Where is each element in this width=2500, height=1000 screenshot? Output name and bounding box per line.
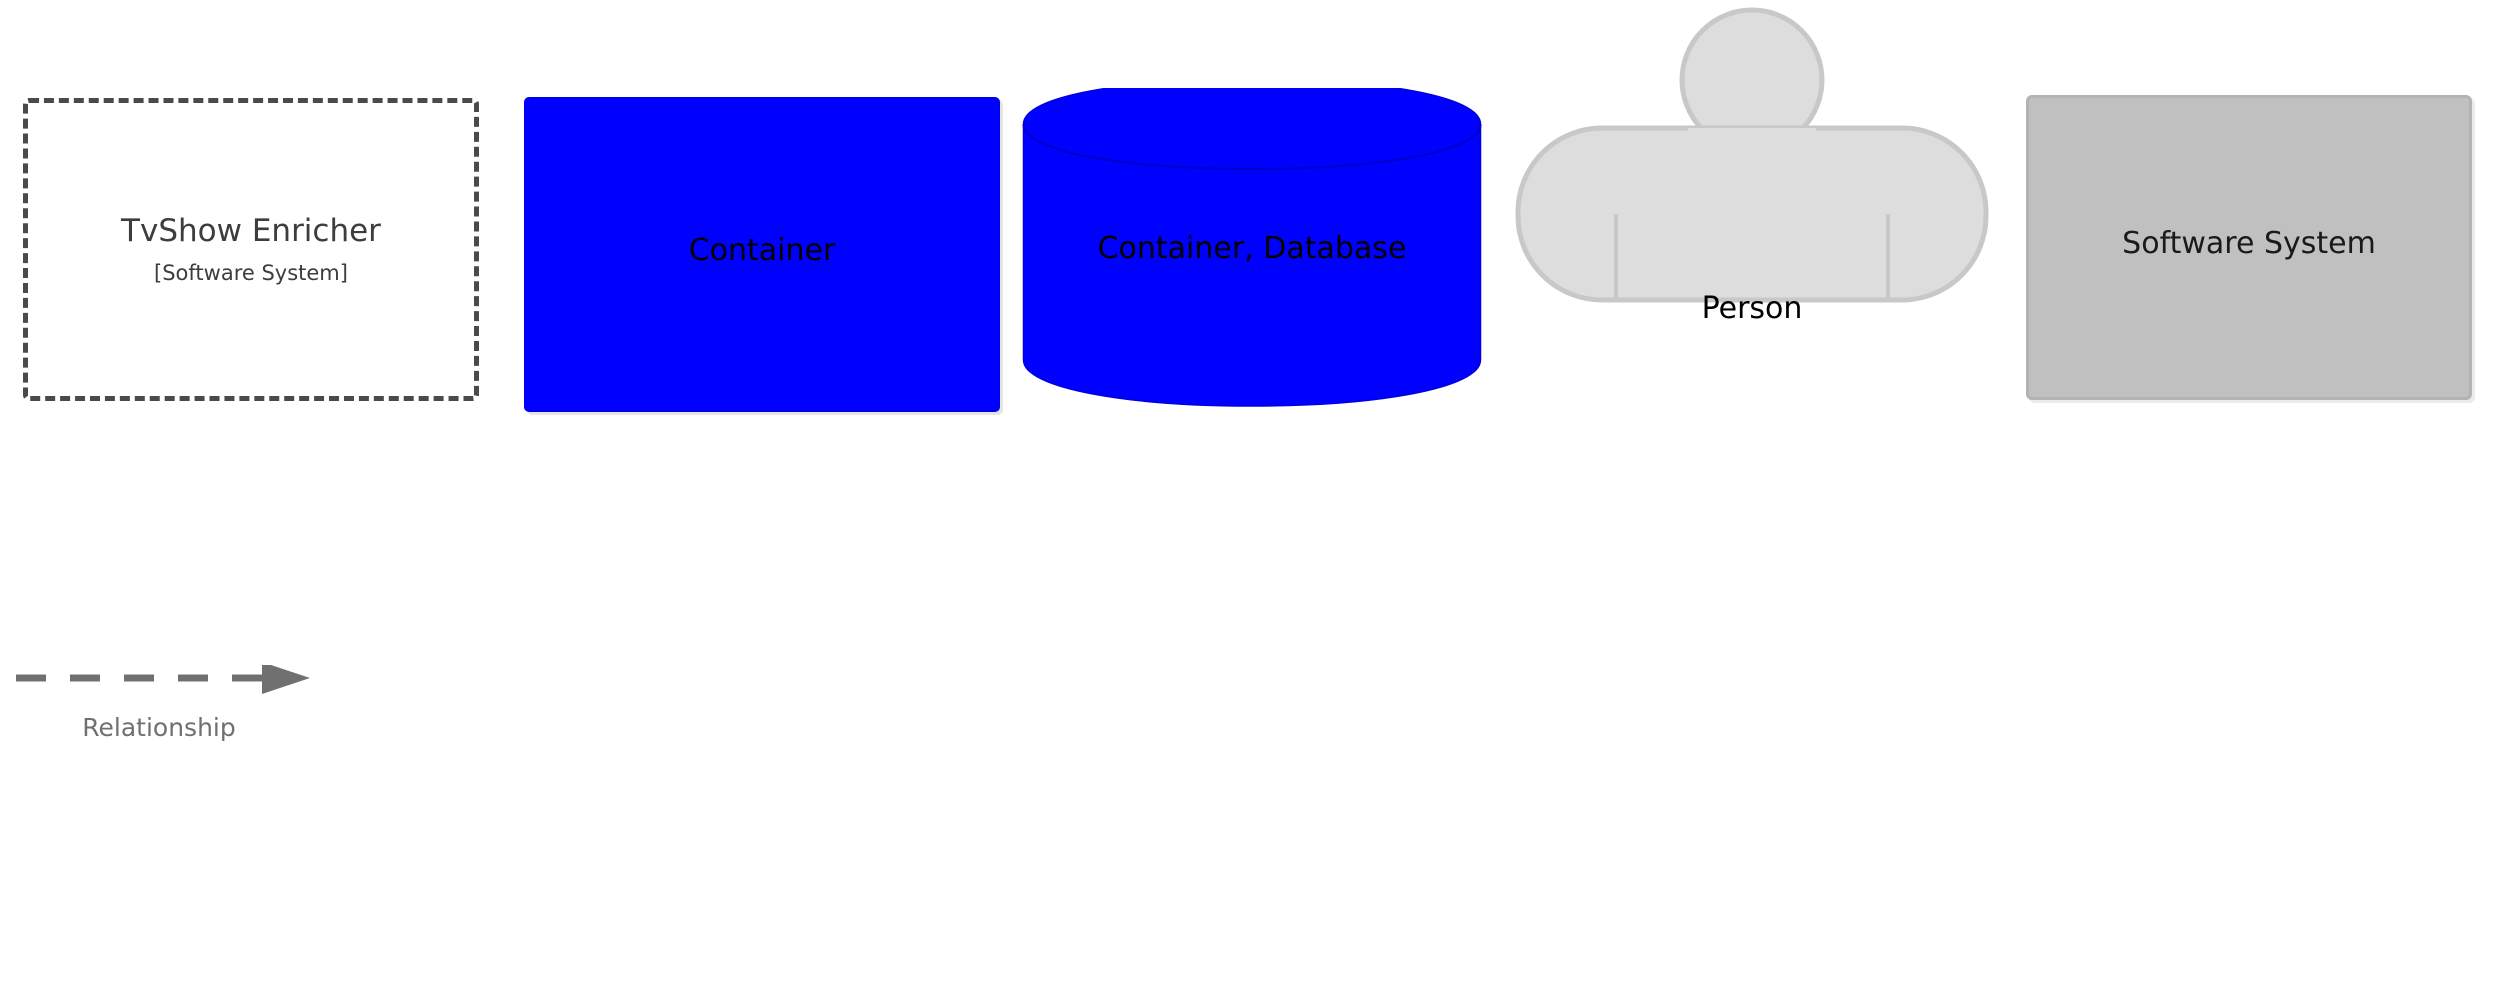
node-container[interactable]: Container: [524, 97, 1000, 412]
node-label: Software System: [2122, 226, 2376, 261]
legend-relationship: Relationship: [14, 665, 494, 805]
node-tvshow-enricher[interactable]: TvShow Enricher [Software System]: [23, 98, 479, 401]
node-title: TvShow Enricher: [121, 212, 381, 249]
node-software-system[interactable]: Software System: [2026, 95, 2472, 400]
node-subtitle: [Software System]: [154, 260, 348, 285]
node-label: Container: [688, 233, 836, 268]
node-person[interactable]: Person: [1512, 2, 1992, 502]
person-icon: [1515, 7, 1989, 303]
legend-relationship-label: Relationship: [82, 713, 236, 742]
cylinder-icon: [1022, 88, 1482, 407]
node-container-database[interactable]: Container, Database: [1022, 88, 1482, 408]
dashed-arrow-icon: [16, 665, 310, 694]
